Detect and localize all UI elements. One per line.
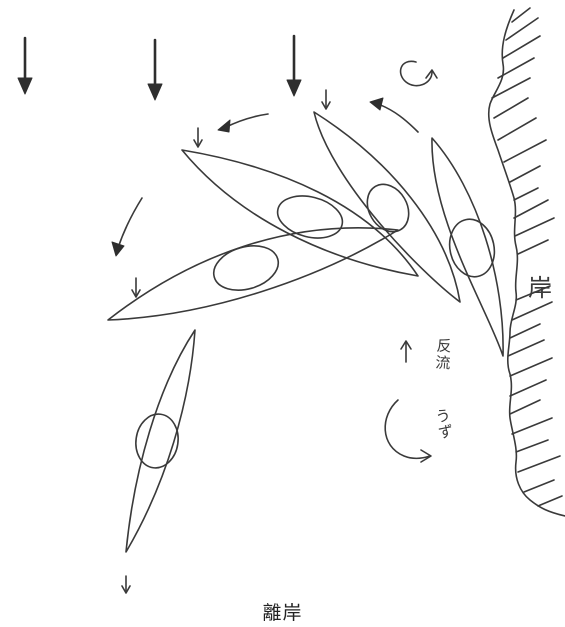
kayak-position-4: [108, 228, 398, 320]
small-current-arrows: [122, 90, 330, 593]
current-arrow-icon: [287, 36, 301, 96]
current-arrow-icon: [18, 38, 32, 94]
shore-label: 岸: [528, 268, 552, 303]
shoreline: [489, 10, 565, 516]
curved-arrow-icon: [112, 198, 142, 256]
diagram-caption: 離岸: [0, 598, 565, 625]
current-arrow-icon: [148, 40, 162, 100]
small-down-arrow-icon: [322, 90, 330, 109]
main-current-arrows: [18, 36, 301, 100]
eddy-circle-top-icon: [401, 61, 437, 85]
riverbank: [489, 8, 565, 516]
eddy-circle-bottom-icon: [385, 400, 431, 462]
small-down-arrow-icon: [194, 128, 202, 147]
counter-current-arrow-icon: [401, 341, 411, 362]
kayak-position-3: [182, 150, 418, 276]
curved-arrow-icon: [218, 114, 268, 132]
bank-hatching: [492, 8, 562, 506]
kayak-sequence: [108, 112, 503, 552]
counter-current-label: 反流: [435, 337, 453, 372]
rotation-arrows: [112, 98, 418, 256]
kayak-position-2: [314, 112, 460, 302]
curved-arrow-icon: [370, 98, 418, 132]
kayak-position-5: [126, 330, 195, 552]
small-down-arrow-icon: [122, 576, 130, 593]
small-down-arrow-icon: [132, 278, 140, 297]
